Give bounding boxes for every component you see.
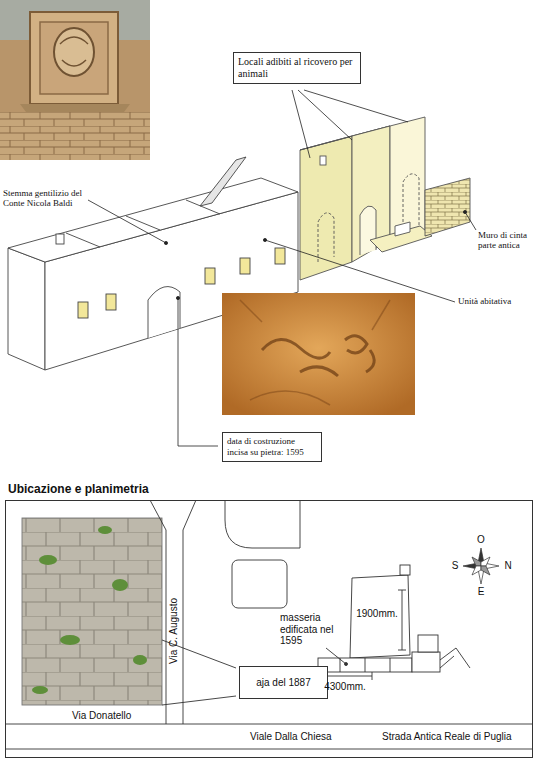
- site-plan-part: [5, 724, 533, 749]
- site-plan-part: [412, 652, 440, 672]
- leader-lines: [88, 90, 476, 446]
- leader-lines-part: [265, 240, 455, 302]
- leader-lines-part: [465, 212, 476, 230]
- site-plan-part: [318, 658, 412, 672]
- callout-label: Unità abitativa: [458, 296, 536, 306]
- leader-lines-part: [88, 200, 166, 243]
- site-plan-part: [440, 648, 470, 668]
- site-plan-part: [22, 518, 162, 705]
- animal-shelter-block-part: [318, 213, 334, 262]
- farmhouse-long-wing-part: [148, 287, 180, 338]
- callout-box: data di costruzione incisa su pietra: 15…: [222, 432, 322, 462]
- farmhouse-long-wing-part-part: [106, 294, 116, 310]
- site-plan-part: [32, 526, 147, 694]
- animal-shelter-block-part: [360, 206, 376, 255]
- section-heading: Ubicazione e planimetria: [8, 482, 149, 496]
- site-plan-part-part: [98, 526, 112, 534]
- site-plan-part-part: [39, 555, 57, 565]
- callout-label: Stemma gentilizio del Conte Nicola Baldi: [3, 188, 87, 209]
- compass-rose-part: [481, 566, 490, 575]
- box-label: aja del 1887: [244, 677, 323, 689]
- animal-shelter-block-part: [390, 117, 425, 240]
- callout-label: Muro di cinta parte antica: [478, 230, 536, 251]
- compass-rose-part: [481, 557, 490, 566]
- coat-of-arms-photo-part: [54, 28, 94, 76]
- site-plan-part-part: [32, 686, 48, 694]
- leader-lines-part: [164, 241, 167, 244]
- farmhouse-long-wing-part: [200, 157, 246, 206]
- animal-shelter-block-part: [425, 178, 470, 236]
- compass-letter: S: [450, 560, 460, 572]
- animal-shelter-block-part: [320, 156, 326, 165]
- site-plan-part: [326, 648, 346, 664]
- site-plan-part: [400, 565, 410, 575]
- street-name: Via C. Augusto: [168, 584, 180, 664]
- coat-of-arms-photo-part: [40, 22, 108, 94]
- animal-shelter-block-part: [395, 222, 410, 236]
- site-plan-part-part: [112, 579, 128, 591]
- inscription-photo-part: [240, 300, 390, 405]
- farmhouse-long-wing-part: [8, 248, 45, 370]
- compass-letter: O: [476, 534, 486, 546]
- threshing-floor-box: aja del 1887: [239, 666, 328, 699]
- leader-lines-part: [178, 298, 218, 446]
- farmhouse-long-wing-part-part: [275, 248, 285, 264]
- farmhouse-long-wing-part-part: [240, 258, 250, 274]
- site-plan-part: [350, 575, 410, 658]
- farmhouse-long-wing-part: [56, 234, 64, 244]
- compass-rose-part: [472, 566, 481, 575]
- site-plan-part: [418, 635, 438, 652]
- animal-shelter-block: [300, 117, 470, 280]
- compass-letter: E: [476, 586, 486, 598]
- site-plan-part: [225, 500, 300, 548]
- compass-letter: N: [503, 560, 513, 572]
- dimension-label: 4300mm.: [320, 681, 370, 693]
- box-label: Locali adibiti al ricovero per animali: [238, 56, 356, 80]
- leader-lines-part: [463, 210, 466, 213]
- farmhouse-long-wing-part: [66, 200, 220, 247]
- leader-lines-part: [263, 238, 266, 241]
- street-name: Strada Antica Reale di Puglia: [382, 731, 532, 743]
- leader-lines-part: [176, 296, 179, 299]
- site-plan-part: [232, 560, 287, 608]
- dimension-label: 1900mm.: [354, 608, 400, 620]
- coat-of-arms-photo: [0, 0, 150, 160]
- site-plan-part: [150, 500, 196, 724]
- coat-of-arms-photo-part: [20, 104, 130, 112]
- farmhouse-long-wing-part-part: [205, 268, 215, 284]
- inscription-photo-part: [222, 293, 415, 415]
- inscription-photo-part: [262, 336, 374, 376]
- site-plan-part: [398, 590, 406, 650]
- site-plan-part-part: [133, 655, 147, 665]
- coat-of-arms-photo-part: [0, 0, 150, 160]
- animal-shelter-block-part: [300, 136, 352, 280]
- coat-of-arms-photo-part: [0, 112, 150, 160]
- compass-rose-part: [472, 557, 481, 566]
- callout-box: Locali adibiti al ricovero per animali: [233, 52, 361, 84]
- street-name: Viale Dalla Chiesa: [250, 731, 360, 743]
- inscription-photo: [222, 293, 415, 415]
- box-label: data di costruzione incisa su pietra: 15…: [227, 436, 317, 458]
- leader-lines-part: [292, 90, 408, 158]
- compass-rose: [463, 548, 499, 584]
- coat-of-arms-photo-part: [60, 37, 88, 66]
- site-plan-part: [345, 663, 348, 666]
- site-plan: [5, 500, 533, 749]
- farmhouse-long-wing-part-part: [78, 302, 88, 318]
- coat-of-arms-photo-part: [30, 12, 118, 104]
- site-plan-part: [340, 658, 390, 672]
- site-plan-part-part: [60, 635, 80, 645]
- street-name: Via Donatello: [72, 710, 162, 722]
- building-note: masseria edificata nel 1595: [280, 612, 344, 647]
